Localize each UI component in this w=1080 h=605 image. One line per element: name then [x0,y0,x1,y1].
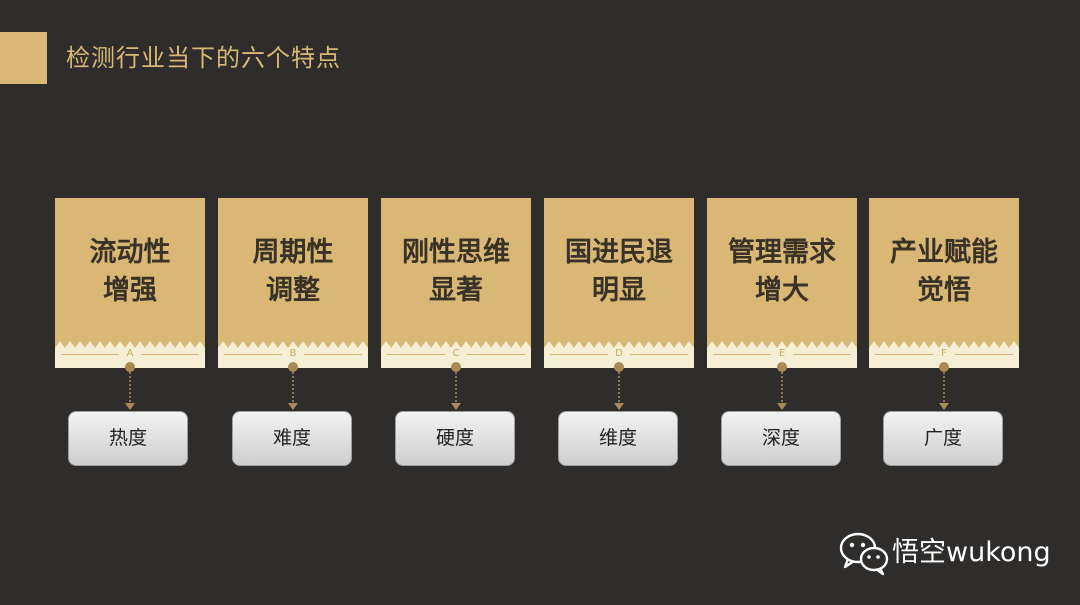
slide-title: 检测行业当下的六个特点 [66,44,341,72]
zigzag-edge [381,339,531,348]
feature-card-f: 产业赋能 觉悟 F [869,198,1019,368]
connector-arrow [288,362,298,410]
wechat-icon [839,532,889,576]
tag-pill: 硬度 [395,411,515,466]
card-heading: 产业赋能 觉悟 [890,237,998,306]
connector-arrow [614,362,624,410]
feature-card-d: 国进民退 明显 D [544,198,694,368]
card-heading: 管理需求 增大 [728,237,836,306]
tag-pill: 难度 [232,411,352,466]
tag-pill: 热度 [68,411,188,466]
card-letter: C [452,348,460,359]
connector-arrow [777,362,787,410]
card-letter: F [941,348,947,359]
title-accent-bar [0,32,47,84]
tag-pill: 维度 [558,411,678,466]
tag-pill: 深度 [721,411,841,466]
card-heading: 流动性 增强 [89,237,171,306]
card-heading: 周期性 调整 [252,237,334,306]
connector-arrow [125,362,135,410]
brand-name: 悟空wukong [892,537,1051,568]
zigzag-edge [55,339,205,348]
tag-pill: 广度 [883,411,1003,466]
card-letter: D [615,348,623,359]
zigzag-edge [544,339,694,348]
card-heading: 刚性思维 显著 [402,237,510,306]
zigzag-edge [218,339,368,348]
zigzag-edge [707,339,857,348]
zigzag-edge [869,339,1019,348]
feature-card-b: 周期性 调整 B [218,198,368,368]
card-heading: 国进民退 明显 [565,237,673,306]
card-letter: A [126,348,134,359]
brand-watermark: 悟空wukong [838,530,1058,576]
card-letter: B [289,348,297,359]
feature-card-e: 管理需求 增大 E [707,198,857,368]
feature-card-c: 刚性思维 显著 C [381,198,531,368]
card-letter: E [778,348,786,359]
feature-card-a: 流动性 增强 A [55,198,205,368]
connector-arrow [451,362,461,410]
connector-arrow [939,362,949,410]
